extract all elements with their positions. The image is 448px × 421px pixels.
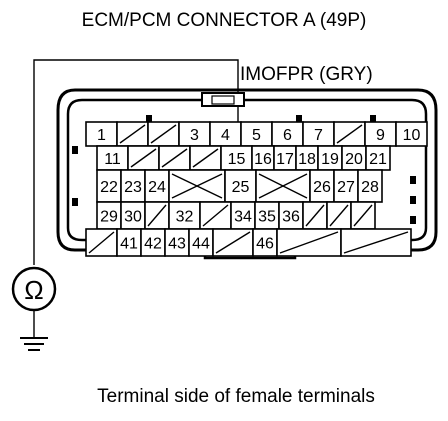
terminal-number: 22	[100, 179, 118, 196]
ground-icon	[20, 337, 48, 351]
terminal-34: 34	[230, 201, 256, 230]
empty-cavity	[276, 228, 342, 257]
empty-cavity	[168, 169, 226, 203]
ohm-icon: Ω	[24, 275, 43, 305]
terminal-number: 34	[234, 209, 252, 226]
terminal-21: 21	[365, 145, 391, 171]
empty-cavity	[326, 201, 352, 230]
empty-cavity	[350, 201, 376, 230]
terminal-36: 36	[278, 201, 304, 230]
terminal-number: 11	[104, 151, 121, 168]
empty-cavity	[302, 201, 328, 230]
terminal-number: 4	[221, 127, 230, 144]
empty-cavity	[85, 228, 118, 257]
terminal-4: 4	[209, 121, 242, 147]
terminal-number: 41	[120, 236, 138, 253]
ohmmeter: Ω	[11, 266, 57, 338]
terminal-35: 35	[254, 201, 280, 230]
diagram-title: ECM/PCM CONNECTOR A (49P)	[82, 10, 367, 31]
terminal-number: 27	[337, 179, 355, 196]
empty-cavity	[144, 201, 170, 230]
empty-cavity	[212, 228, 254, 257]
terminal-number: 26	[313, 179, 331, 196]
terminal-29: 29	[96, 201, 122, 230]
empty-cavity	[116, 121, 149, 147]
terminal-number: 20	[345, 151, 363, 168]
terminal-number: 32	[176, 209, 194, 226]
terminal-number: 15	[228, 151, 246, 168]
terminal-25: 25	[224, 169, 257, 203]
terminal-16: 16	[251, 145, 275, 171]
terminal-number: 18	[298, 151, 316, 168]
terminal-number: 19	[321, 151, 339, 168]
wire-label: IMOFPR (GRY)	[240, 64, 373, 85]
terminal-44: 44	[188, 228, 214, 257]
empty-cavity	[158, 145, 191, 171]
terminal-11: 11	[96, 145, 129, 171]
terminal-number: 24	[148, 179, 166, 196]
empty-cavity	[340, 228, 412, 257]
terminal-18: 18	[295, 145, 319, 171]
terminal-46: 46	[252, 228, 278, 257]
terminal-1: 1	[85, 121, 118, 147]
terminal-number: 16	[254, 151, 272, 168]
empty-cavity	[199, 201, 232, 230]
terminal-7: 7	[302, 121, 335, 147]
terminal-3: 3	[178, 121, 211, 147]
empty-cavity	[255, 169, 311, 203]
terminal-number: 46	[256, 236, 274, 253]
terminal-43: 43	[164, 228, 190, 257]
terminal-number: 3	[190, 127, 199, 144]
terminal-number: 42	[144, 236, 162, 253]
terminal-28: 28	[357, 169, 383, 203]
terminal-number: 23	[124, 179, 142, 196]
empty-cavity	[189, 145, 222, 171]
terminal-6: 6	[271, 121, 304, 147]
terminal-number: 5	[252, 127, 261, 144]
terminal-number: 6	[283, 127, 292, 144]
terminal-number: 21	[369, 151, 387, 168]
terminal-number: 29	[100, 209, 118, 226]
terminal-5: 5	[240, 121, 273, 147]
terminal-30: 30	[120, 201, 146, 230]
empty-cavity	[127, 145, 160, 171]
terminal-number: 30	[124, 209, 142, 226]
terminal-10: 10	[395, 121, 428, 147]
terminal-number: 44	[192, 236, 210, 253]
terminal-number: 35	[258, 209, 276, 226]
terminal-32: 32	[168, 201, 201, 230]
terminal-19: 19	[317, 145, 343, 171]
terminal-27: 27	[333, 169, 359, 203]
terminal-20: 20	[341, 145, 367, 171]
terminal-15: 15	[220, 145, 253, 171]
terminal-9: 9	[364, 121, 397, 147]
terminal-42: 42	[140, 228, 166, 257]
terminal-number: 28	[361, 179, 379, 196]
terminal-41: 41	[116, 228, 142, 257]
terminal-number: 17	[276, 151, 294, 168]
empty-cavity	[333, 121, 366, 147]
terminal-number: 1	[97, 127, 106, 144]
diagram-caption: Terminal side of female terminals	[97, 386, 375, 407]
terminal-26: 26	[309, 169, 335, 203]
terminal-number: 7	[314, 127, 323, 144]
terminal-number: 9	[376, 127, 385, 144]
terminal-17: 17	[273, 145, 297, 171]
terminal-number: 25	[232, 179, 250, 196]
terminal-23: 23	[120, 169, 146, 203]
empty-cavity	[147, 121, 180, 147]
terminal-number: 10	[403, 127, 421, 144]
terminal-24: 24	[144, 169, 170, 203]
terminal-22: 22	[96, 169, 122, 203]
terminal-number: 43	[168, 236, 186, 253]
terminal-number: 36	[282, 209, 300, 226]
